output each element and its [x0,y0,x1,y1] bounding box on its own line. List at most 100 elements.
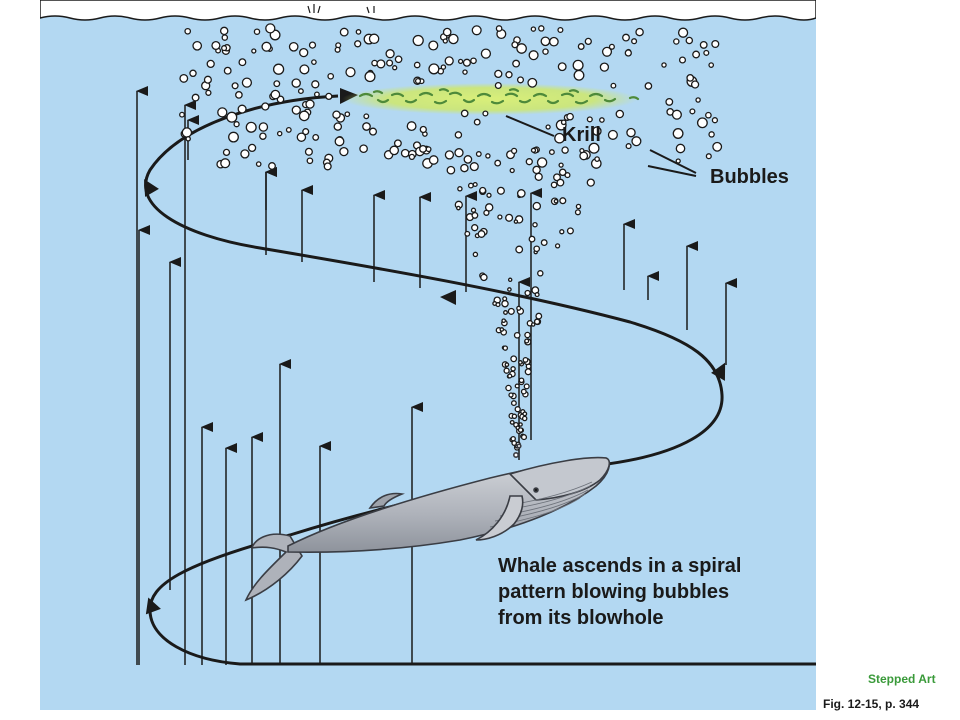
bubble [512,59,521,68]
bubble [505,71,513,79]
caption-line-3: from its blowhole [498,607,664,629]
bubble [237,104,247,114]
bubble [517,427,524,433]
bubble [261,41,272,52]
bubble [516,76,525,84]
bubble [712,141,723,152]
bubble [690,80,700,89]
bubble [502,345,509,351]
bubble [540,36,551,47]
bubble [556,178,565,187]
bubble [471,224,479,232]
bubble [507,287,512,292]
bubble [514,383,520,389]
bubble [557,26,564,34]
bubble [428,40,439,51]
bubble [425,146,432,153]
bubble [245,121,257,133]
bubble [313,91,320,98]
bubble [518,360,523,365]
bubble [270,89,281,100]
bubble [203,75,212,84]
bubble [557,62,567,72]
bubble [501,318,507,324]
bubble [297,88,304,95]
bubble [530,26,537,32]
label-leaders [505,115,697,177]
bubble [304,147,313,156]
bubble [261,102,270,111]
bubble [586,178,595,187]
bubble [535,312,543,320]
bubble [221,45,228,52]
bubble [247,143,257,153]
bubble [364,71,376,83]
bubble [296,132,307,142]
bubble [549,36,559,47]
bubble [494,159,502,167]
bubble [532,165,541,175]
bubble [288,41,299,52]
bubble [536,157,548,168]
bubble [579,147,585,154]
bubble [473,118,481,126]
bubble [394,55,403,64]
bubble [511,413,518,420]
bubble [607,129,618,140]
caption-line-1: Whale ascends in a spiral [498,555,742,577]
bubbles-label: Bubbles [710,166,789,188]
bubble [485,153,491,159]
bubble [516,305,522,311]
bubble [542,48,549,55]
bubble [510,366,516,372]
bubble [524,289,531,297]
bubble [265,23,276,34]
bubble [672,128,684,139]
bubble [480,273,488,282]
bubble [344,111,351,118]
bubble [579,151,589,161]
bubble [306,157,314,165]
bubble [393,139,402,148]
bubble [554,243,561,249]
bubble [240,149,250,159]
bubble [276,130,283,137]
bubble [334,136,345,147]
bubble [211,40,221,51]
bubble [530,147,537,153]
bubble [311,80,320,89]
bubble [631,38,638,45]
bubble [339,146,349,157]
bubble [332,110,341,119]
bubble [446,165,456,175]
bubble [191,93,200,102]
bubble [708,62,715,68]
bubble [533,318,541,325]
bubble [217,107,228,118]
bubble [470,207,477,213]
bubble [550,181,558,189]
bubble [685,36,694,45]
bubble [235,91,243,99]
bubble [573,69,585,81]
bubble [521,415,528,422]
bubble [503,310,508,315]
bubble [480,48,492,59]
bubble [501,299,509,308]
bubble [472,181,478,188]
bubble [406,121,417,132]
figure-reference: Fig. 12-15, p. 344 [823,697,920,711]
bubble [226,111,238,123]
bubble [689,108,696,115]
bubble [428,155,439,165]
bubble [228,131,239,143]
bubble [368,33,380,45]
bubble [540,239,548,247]
bubble [311,59,317,65]
bubble [454,148,464,158]
bubble [255,161,262,167]
bubble [644,82,653,90]
bubble [462,58,471,67]
bubble [532,201,542,211]
bubble [413,61,421,69]
